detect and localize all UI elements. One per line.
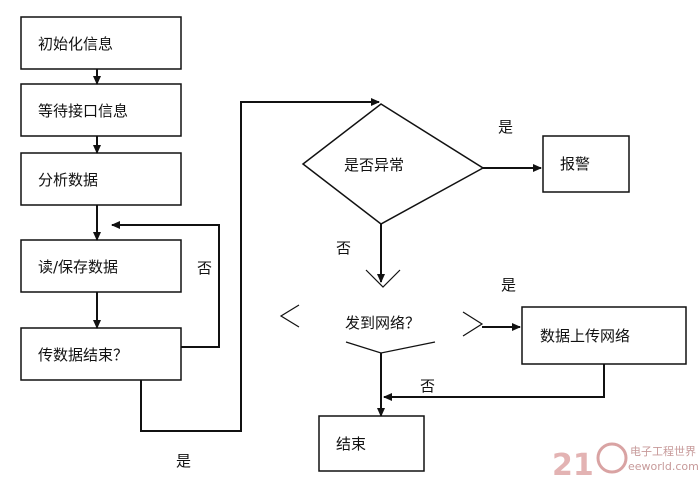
edge-label-no-send: 否 [420,377,435,395]
node-send-network-label: 发到网络？ [345,314,420,332]
node-init-label: 初始化信息 [38,35,113,53]
node-transfer-end: 传数据结束？ [20,327,182,381]
node-read-save: 读/保存数据 [20,239,182,293]
node-wait: 等待接口信息 [20,83,182,137]
arrow-upload-back [383,364,605,401]
edge-label-no-loop: 否 [197,259,212,277]
watermark: 21 电子工程世界 eeworld.com.cn [552,442,699,481]
node-upload: 数据上传网络 [521,306,687,365]
node-read-save-label: 读/保存数据 [38,258,118,276]
edge-label-yes-alarm: 是 [498,118,513,136]
node-transfer-end-label: 传数据结束？ [38,346,128,364]
node-upload-label: 数据上传网络 [540,327,630,345]
node-init: 初始化信息 [20,16,182,70]
edge-label-no-abnormal: 否 [336,239,351,257]
node-send-network: 发到网络？ [279,269,484,354]
arrow-transfer-yes [140,98,380,432]
node-end-label: 结束 [336,435,366,453]
node-end: 结束 [318,415,425,472]
edge-label-yes-upload: 是 [501,276,516,294]
watermark-number: 21 [552,448,594,481]
node-alarm: 报警 [542,135,630,193]
node-alarm-label: 报警 [560,155,590,173]
node-analyze: 分析数据 [20,152,182,206]
watermark-site-name: 电子工程世界 [630,445,696,458]
node-wait-label: 等待接口信息 [38,102,128,120]
watermark-site-url: eeworld.com.cn [628,460,699,473]
edge-label-yes-bottom: 是 [176,452,191,470]
node-abnormal-label: 是否异常 [344,156,404,174]
node-analyze-label: 分析数据 [38,171,98,189]
arrow-loop-no [111,221,220,348]
node-abnormal: 是否异常 [301,103,485,225]
watermark-logo-icon [596,442,628,474]
